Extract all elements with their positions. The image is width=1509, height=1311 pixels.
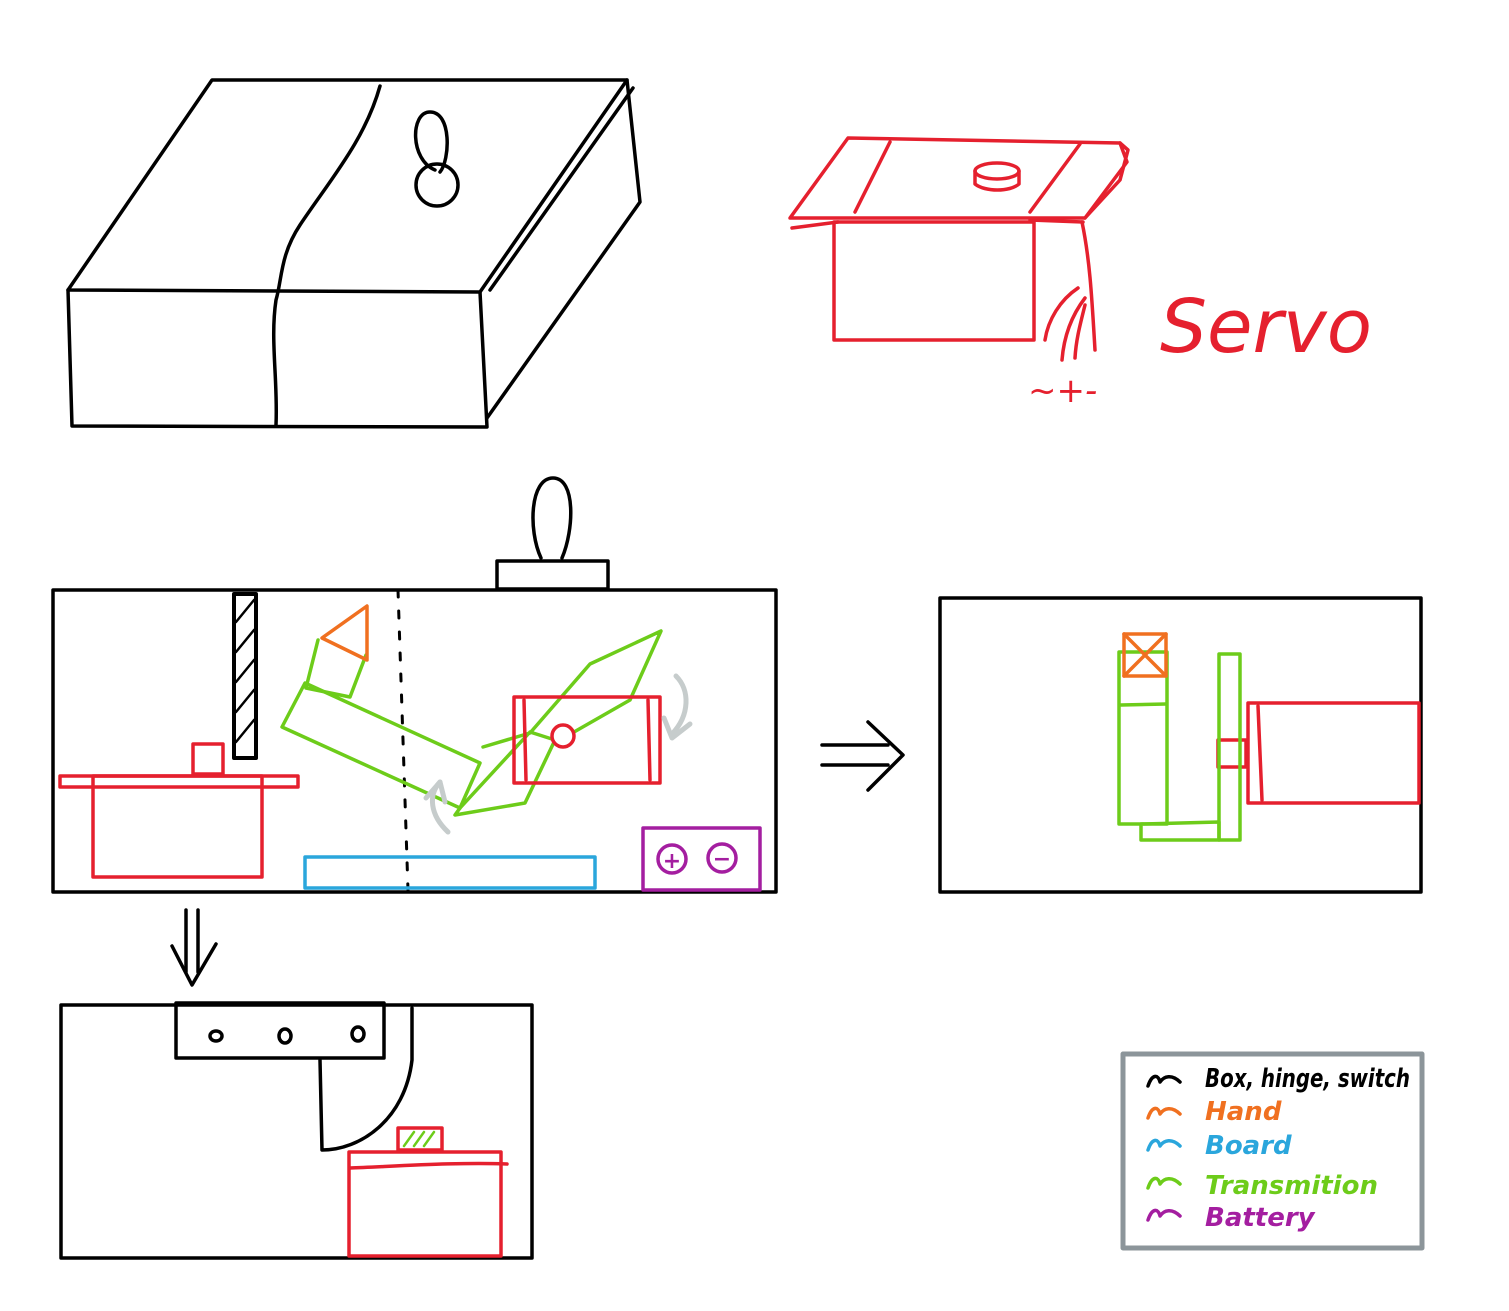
legend-swatch-battery xyxy=(1146,1208,1182,1222)
side-section-view: + − xyxy=(51,476,778,894)
box-side-edge xyxy=(488,86,635,292)
servo-top-plate-bands xyxy=(853,140,1082,214)
servo-top-plate xyxy=(788,136,1129,220)
servo-horn xyxy=(973,161,1021,181)
hand-arm-curve xyxy=(318,1006,414,1152)
box-side-face xyxy=(485,78,642,420)
servo-perspective xyxy=(788,136,1130,362)
transmission-linkage xyxy=(280,629,663,817)
battery-plus-icon xyxy=(656,843,688,875)
legend-label-hand: Hand xyxy=(1205,1097,1282,1127)
legend-label-battery: Battery xyxy=(1205,1203,1316,1233)
box-section-outline xyxy=(51,588,778,894)
hinge-plate xyxy=(174,1001,386,1060)
switch-lever-icon xyxy=(531,476,573,560)
switch-mount xyxy=(495,559,610,591)
servo-top-plate-edge xyxy=(790,218,1085,230)
legend-label-transmission: Transmition xyxy=(1205,1171,1378,1201)
legend-swatch-hand xyxy=(1146,1106,1182,1120)
legend-label-box: Box, hinge, switch xyxy=(1205,1064,1410,1094)
arrow-right-icon xyxy=(820,720,905,792)
hinge-divider xyxy=(232,592,258,760)
battery-minus-symbol: − xyxy=(713,847,731,872)
closed-box-perspective xyxy=(66,78,642,429)
front-view-outline xyxy=(59,1003,534,1260)
board xyxy=(303,855,597,890)
box-lid-split-line xyxy=(272,84,382,427)
rotation-arrows xyxy=(423,673,693,835)
top-view-transmission xyxy=(1117,650,1242,842)
top-view-servo xyxy=(1216,701,1421,805)
battery-minus-icon xyxy=(706,842,738,874)
legend-swatches xyxy=(1146,1074,1182,1222)
legend-swatch-board xyxy=(1146,1138,1182,1152)
top-view-outline xyxy=(938,596,1423,894)
main-servo xyxy=(512,695,662,785)
top-view-hand xyxy=(1122,632,1168,678)
legend-frame xyxy=(1120,1051,1425,1251)
box-front-face xyxy=(66,288,489,429)
legend: Box, hinge, switch Hand Board Transmitio… xyxy=(1120,1051,1425,1251)
servo-top-plate-flap xyxy=(1083,141,1130,220)
lid-servo xyxy=(58,742,300,879)
servo-horn-side xyxy=(973,169,1021,192)
arrow-down-icon xyxy=(170,908,218,987)
servo-body xyxy=(832,220,1036,342)
legend-swatch-transmission xyxy=(1146,1176,1182,1190)
toggle-switch-icon xyxy=(413,110,449,174)
servo-pin-labels: ~+- xyxy=(1028,371,1097,411)
top-view xyxy=(938,596,1423,894)
battery xyxy=(641,826,762,892)
hand xyxy=(320,604,369,662)
lid-split-dashed xyxy=(396,588,410,892)
box-top-face xyxy=(66,78,629,294)
front-view xyxy=(59,1001,534,1260)
servo-label: Servo xyxy=(1160,284,1372,370)
legend-swatch-box xyxy=(1146,1074,1182,1088)
toggle-switch-base xyxy=(414,162,460,208)
front-view-gear xyxy=(402,1130,436,1148)
servo-cable xyxy=(1043,220,1097,362)
battery-plus-symbol: + xyxy=(663,849,681,874)
legend-label-board: Board xyxy=(1205,1131,1292,1161)
front-view-servo xyxy=(347,1126,509,1258)
